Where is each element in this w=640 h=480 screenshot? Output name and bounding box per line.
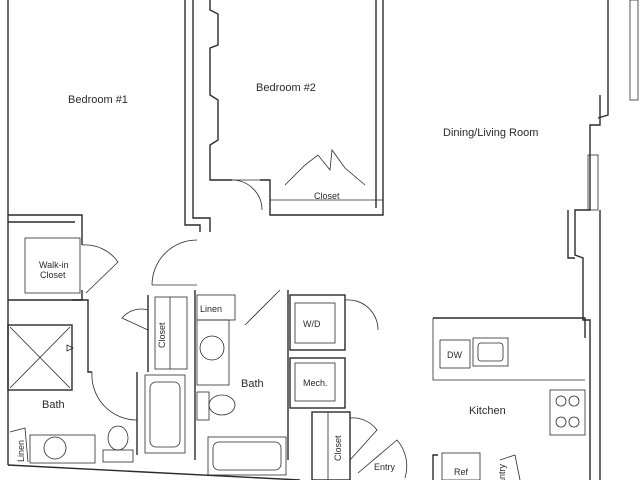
label-bath2: Bath bbox=[241, 378, 264, 390]
label-dw: DW bbox=[447, 350, 462, 360]
label-wd: W/D bbox=[303, 319, 321, 329]
label-mech: Mech. bbox=[303, 378, 328, 388]
label-kitchen: Kitchen bbox=[469, 405, 506, 417]
label-dining-living: Dining/Living Room bbox=[443, 127, 538, 139]
label-hall-closet: Closet bbox=[157, 322, 167, 348]
label-entry-closet: Closet bbox=[333, 435, 343, 461]
label-linen2: Linen bbox=[200, 304, 222, 314]
label-walkin-closet-1: Walk-in bbox=[39, 260, 69, 270]
label-linen1: Linen bbox=[16, 440, 26, 462]
room-labels: Bedroom #1 Bedroom #2 Dining/Living Room… bbox=[16, 82, 538, 480]
label-ref: Ref bbox=[454, 467, 469, 477]
label-pantry: Pantry bbox=[497, 463, 507, 480]
label-walkin-closet-2: Closet bbox=[40, 270, 66, 280]
label-bedroom2: Bedroom #2 bbox=[256, 82, 316, 94]
label-entry: Entry bbox=[374, 462, 396, 472]
label-closet-bedroom2: Closet bbox=[314, 191, 340, 201]
label-bedroom1: Bedroom #1 bbox=[68, 94, 128, 106]
label-bath1: Bath bbox=[42, 399, 65, 411]
walls bbox=[7, 0, 639, 480]
